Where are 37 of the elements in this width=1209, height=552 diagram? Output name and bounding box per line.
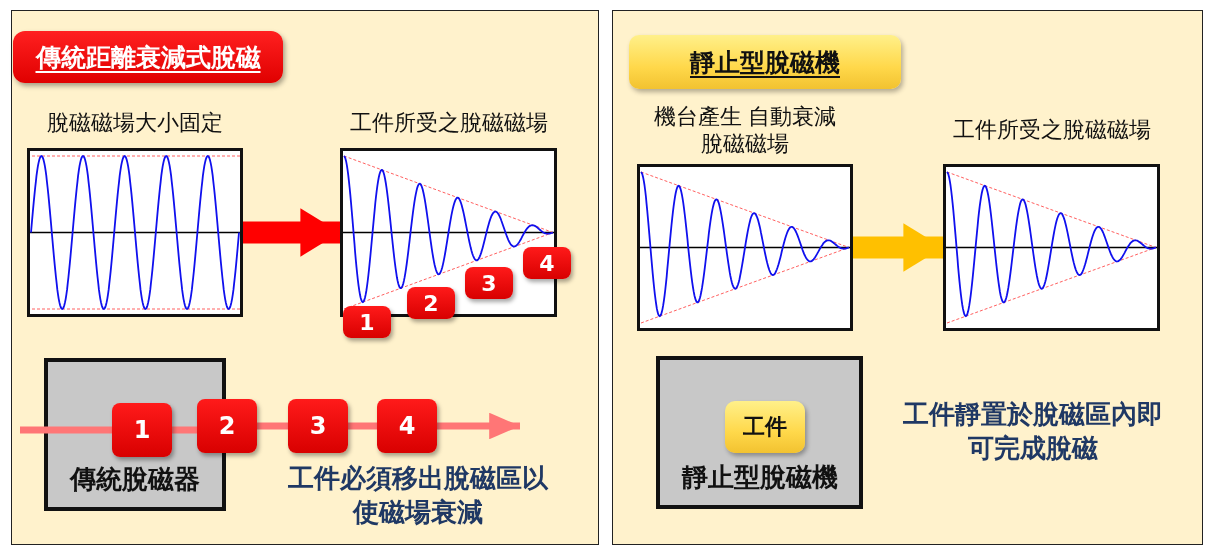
- step-marker: [377, 399, 437, 453]
- plot-heading: 工件所受之脫磁磁場: [349, 110, 548, 137]
- step-marker: [197, 399, 257, 453]
- step-marker: [343, 306, 391, 338]
- step-marker: [112, 403, 172, 457]
- step-number: 3: [309, 412, 327, 440]
- step-number: 4: [398, 412, 416, 440]
- connector-line: [348, 422, 377, 430]
- step-marker: [288, 399, 348, 453]
- section-title: 傳統距離衰減式脫磁: [35, 41, 261, 74]
- step-number: 1: [359, 309, 375, 335]
- machine-label: 靜止型脫磁機: [680, 461, 839, 494]
- title-banner: [13, 31, 283, 83]
- note-text: 工件必須移出脫磁區以使磁場衰減: [288, 462, 548, 529]
- title-banner: [629, 35, 901, 89]
- step-number: 4: [539, 250, 555, 276]
- machine-box: [656, 356, 863, 509]
- workpiece-block: [725, 401, 805, 453]
- step-marker: [465, 267, 513, 299]
- section-title: 靜止型脫磁機: [690, 46, 840, 79]
- step-number: 1: [133, 416, 151, 444]
- note-text: 工件靜置於脫磁區內即可完成脫磁: [903, 398, 1163, 465]
- machine-label: 傳統脫磁器: [68, 463, 201, 496]
- panel-background: [612, 10, 1203, 545]
- workpiece-label: 工件: [743, 413, 787, 441]
- step-number: 2: [218, 412, 236, 440]
- connector-line: [257, 422, 288, 430]
- step-number: 2: [423, 290, 439, 316]
- panel-background: [11, 10, 599, 545]
- connector-line: [20, 426, 112, 434]
- plot-heading: 機台產生 自動衰減脫磁磁場: [652, 104, 838, 157]
- plot-heading: 工件所受之脫磁磁場: [952, 117, 1151, 144]
- step-marker: [407, 287, 455, 319]
- step-marker: [523, 247, 571, 279]
- plot-heading: 脫磁磁場大小固定: [47, 110, 223, 137]
- connector-line: [172, 426, 197, 434]
- step-number: 3: [481, 270, 497, 296]
